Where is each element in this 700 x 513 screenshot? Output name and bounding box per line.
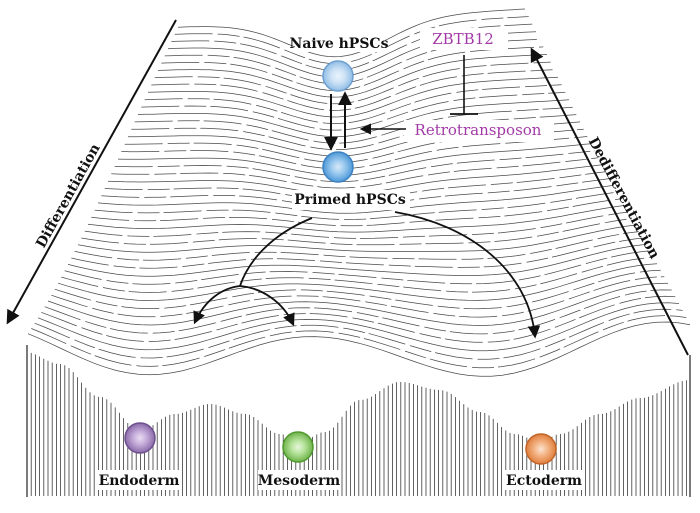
contour-line [34,308,683,360]
naive-cell [322,60,354,92]
contour-line [67,244,647,277]
contour-line [137,99,570,137]
endoderm-label: Endoderm [99,473,180,489]
label-backdrop [292,190,410,210]
contour-line [107,164,603,195]
contour-line [144,84,562,124]
contour-line [134,106,573,144]
contour-line [117,143,592,176]
zbtb12-label: ZBTB12 [432,30,494,48]
contour-line [87,205,625,233]
contour-line [147,76,559,118]
contour-line [64,250,650,285]
label-backdrop [404,120,554,142]
contour-line [44,289,672,335]
contour-line [41,295,676,343]
contour-line [174,16,529,64]
contour-line [37,302,680,352]
contour-line [57,263,658,301]
contour-line [141,91,566,131]
contour-line [81,218,632,246]
contour-line [27,321,691,377]
contour-line [157,54,548,98]
contour-line [61,256,654,293]
mesoderm-label: Mesoderm [258,473,341,489]
contour-line [94,191,617,220]
dedifferentiation-arrow [530,47,689,356]
contour-line [71,237,643,269]
endoderm-cell [124,422,156,454]
contour-line [51,276,665,318]
dedifferentiation-label: Dedifferentiation [585,135,663,262]
ectoderm-label: Ectoderm [506,473,582,489]
retrotransposon-label: Retrotransposon [415,121,542,139]
primed-to-ectoderm-arrow [394,211,541,339]
differentiation-label: Differentiation [33,141,103,251]
contour-line [114,150,595,183]
contour-line [91,198,621,227]
label-backdrop [295,30,385,52]
contour-line [111,157,599,189]
contour-line [31,315,687,369]
contour-line [47,282,669,326]
contour-line [124,128,584,163]
primed-hpscs-label: Primed hPSCs [294,192,406,208]
ectoderm-cell [525,433,557,465]
contour-line [77,224,636,253]
mesoderm-cell [282,431,314,463]
contour-line [154,61,551,105]
naive-hpscs-label: Naive hPSCs [290,36,389,52]
landscape-contour-lines [27,8,691,377]
label-backdrop [420,28,508,50]
contour-line [121,136,588,170]
differentiation-arrow [6,19,177,325]
endoderm-branch-arrow [193,285,241,325]
contour-line [84,211,628,239]
contour-line [74,231,639,261]
primed-cell [322,151,354,183]
primed-to-endo-meso-arrow [239,217,313,287]
contour-line [177,8,526,58]
contour-line [131,114,577,150]
contour-line [54,269,661,310]
contour-line [161,46,544,91]
contour-line [97,185,614,214]
mesoderm-branch-arrow [239,285,295,327]
